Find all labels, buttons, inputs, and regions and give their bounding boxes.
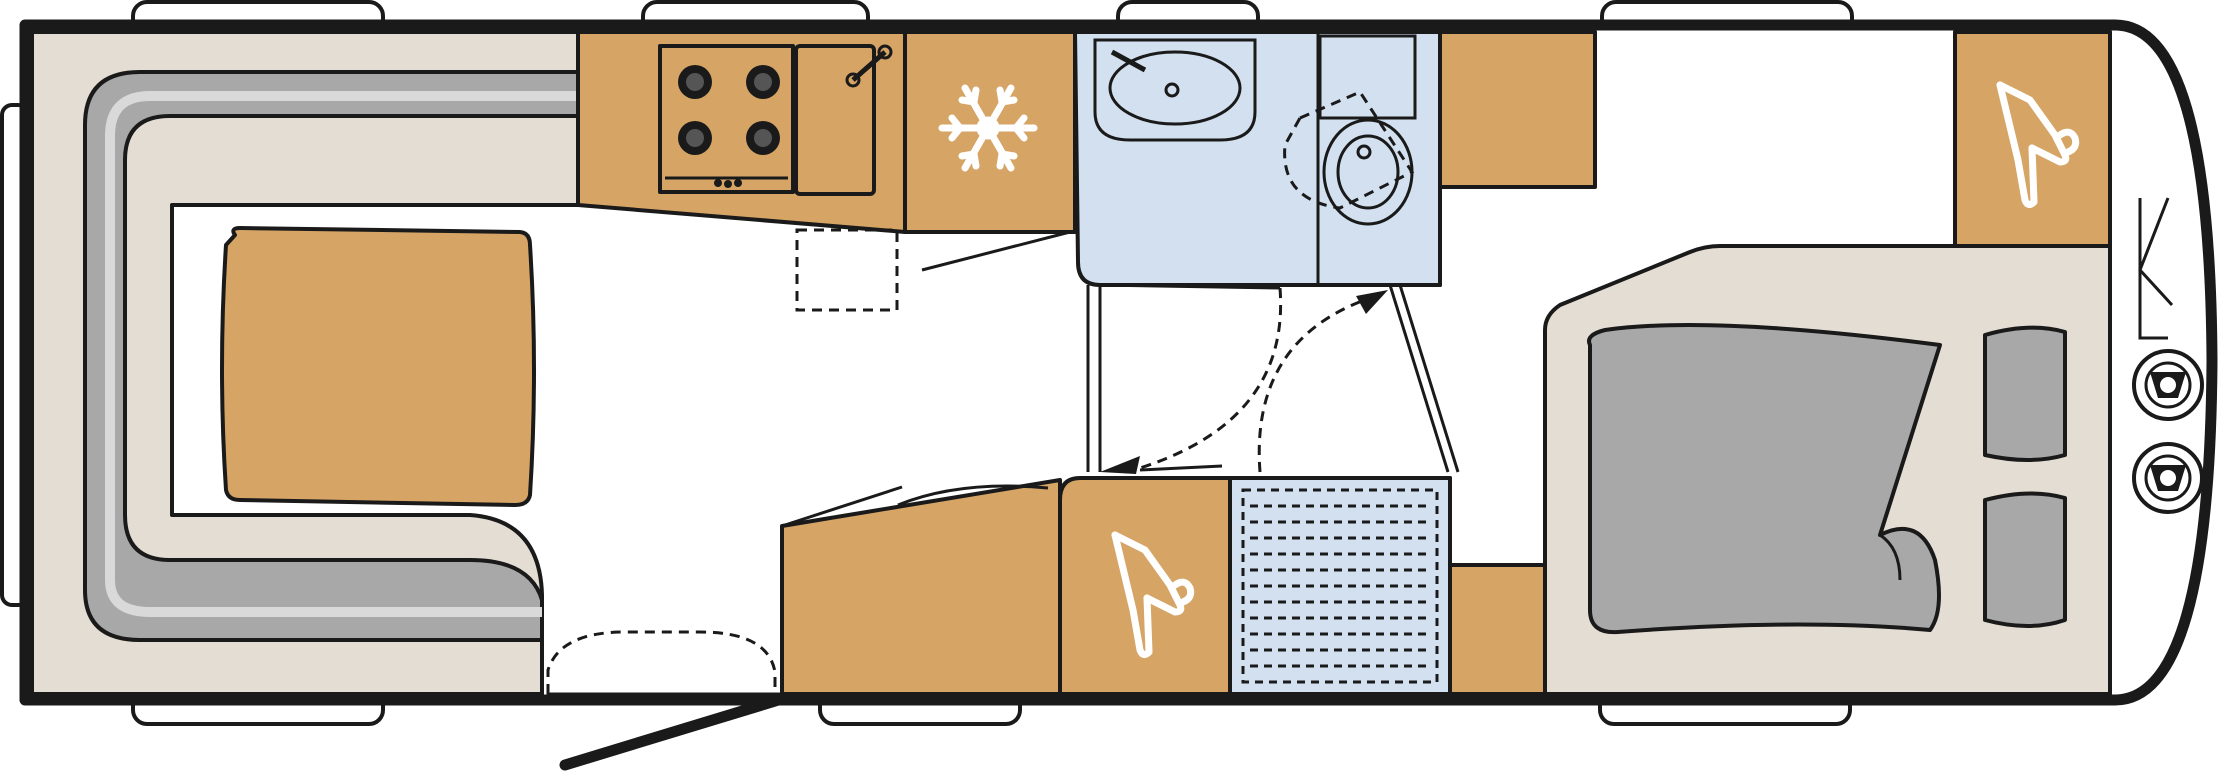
toilet-icon — [1283, 34, 1417, 226]
wheel-icon — [2132, 349, 2204, 421]
entrance-step — [546, 630, 777, 696]
rear-wardrobe — [1953, 30, 2112, 248]
overhead-cupboard — [1438, 30, 1597, 189]
lower-storage-block — [780, 476, 1547, 696]
hanger-icon — [1996, 81, 2080, 209]
side-cabinet — [1448, 563, 1547, 696]
kitchen-unit — [576, 30, 1077, 312]
snowflake-icon — [938, 84, 1038, 172]
pillow-2 — [1983, 491, 2067, 628]
stove-icon — [658, 44, 795, 194]
washroom-doors — [1086, 283, 1460, 474]
bike-rack-icon — [2138, 197, 2174, 340]
washbasin-icon — [1093, 38, 1257, 142]
entrance-door — [546, 630, 791, 771]
wardrobe-mid — [1058, 476, 1232, 696]
pull-out-step — [795, 228, 899, 312]
front-lounge — [30, 30, 580, 696]
washroom — [1073, 30, 1442, 287]
rear-bedroom — [1543, 30, 2112, 696]
lounge-seat-highlight — [105, 91, 578, 617]
bed-duvet — [1587, 323, 1942, 635]
wheel-icon — [2132, 442, 2204, 514]
door-leaf[interactable] — [559, 692, 791, 771]
dinette-table — [220, 226, 536, 507]
shower-drain-pattern — [1241, 488, 1439, 684]
door-swing-arc-1 — [1139, 287, 1283, 470]
lounge-seat-cushion — [83, 70, 580, 642]
door-swing-arc-2 — [1257, 296, 1371, 473]
hanger-icon — [1111, 531, 1195, 659]
pillow-1 — [1983, 325, 2067, 462]
sink-icon — [794, 44, 893, 196]
washroom-floor — [1073, 30, 1442, 287]
kitchen-door-swing-line — [921, 230, 1071, 272]
